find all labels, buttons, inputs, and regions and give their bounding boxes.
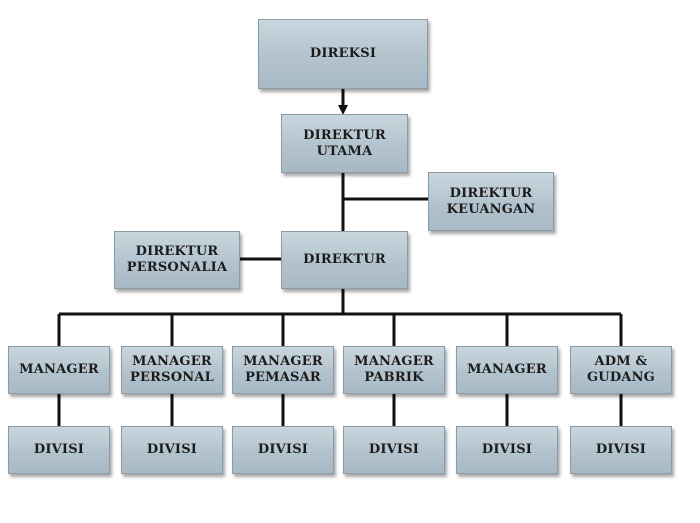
node-divisi-3: DIVISI — [232, 426, 334, 474]
node-direksi: DIREKSI — [258, 19, 428, 89]
node-divisi-1: DIVISI — [8, 426, 110, 474]
node-direktur-keuangan: DIREKTUR KEUANGAN — [428, 172, 554, 231]
node-divisi-2: DIVISI — [121, 426, 223, 474]
node-divisi-4: DIVISI — [343, 426, 445, 474]
node-direktur: DIREKTUR — [281, 231, 408, 289]
node-divisi-5: DIVISI — [456, 426, 558, 474]
node-divisi-6: DIVISI — [570, 426, 672, 474]
node-manager-1: MANAGER — [8, 346, 110, 394]
node-direktur-utama: DIREKTUR UTAMA — [281, 114, 408, 173]
node-manager-pabrik: MANAGER PABRIK — [343, 346, 445, 394]
node-direktur-personalia: DIREKTUR PERSONALIA — [114, 231, 240, 289]
node-manager-pemasar: MANAGER PEMASAR — [232, 346, 334, 394]
node-manager-5: MANAGER — [456, 346, 558, 394]
node-manager-personal: MANAGER PERSONAL — [121, 346, 223, 394]
node-adm-gudang: ADM & GUDANG — [570, 346, 672, 394]
